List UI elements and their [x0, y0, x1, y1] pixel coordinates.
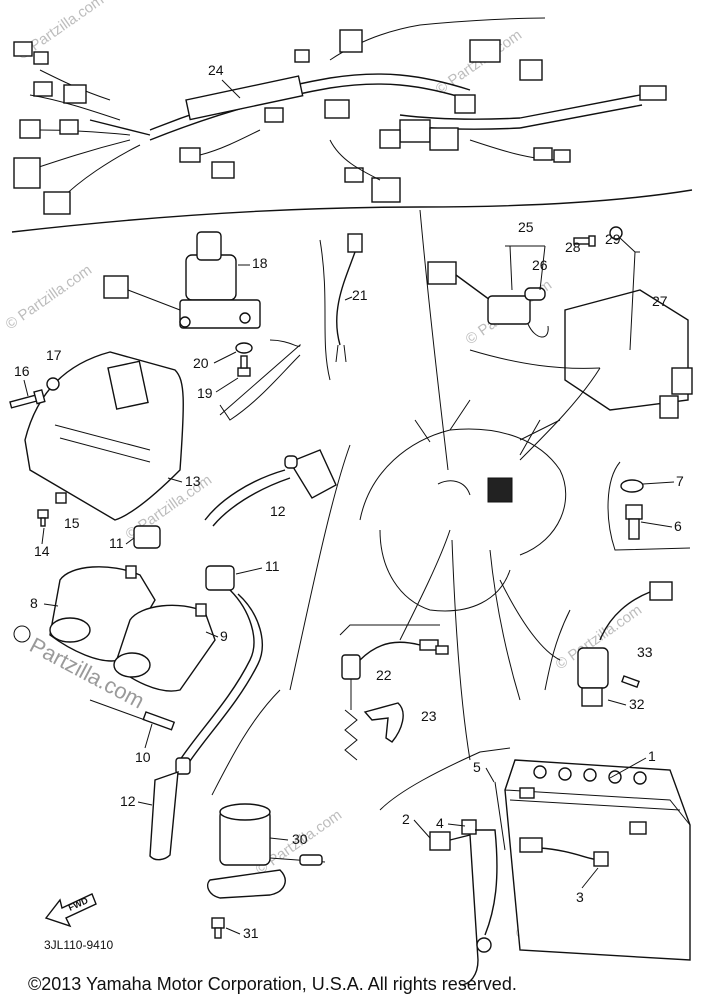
callout-4: 4: [436, 815, 444, 831]
callout-11-right: 11: [265, 558, 280, 574]
copyright-text: ©2013 Yamaha Motor Corporation, U.S.A. A…: [28, 974, 517, 994]
bracket-23: [363, 702, 404, 743]
neutral-switch-lead: [319, 233, 363, 381]
callout-31: 31: [243, 925, 259, 941]
cover-11-left: [133, 525, 161, 549]
section-divider: [607, 461, 691, 551]
screw-31: [211, 917, 225, 939]
bolt-10: [142, 711, 176, 731]
oil-level-switch: [341, 639, 449, 761]
sidestand-switch: [577, 581, 673, 707]
callout-14: 14: [34, 543, 50, 559]
callout-3: 3: [576, 889, 584, 905]
callout-17: 17: [46, 347, 62, 363]
callout-22: 22: [376, 667, 392, 683]
section-divider: [11, 189, 693, 233]
callout-18: 18: [252, 255, 268, 271]
starter-relay: [207, 803, 326, 899]
callout-23: 23: [421, 708, 437, 724]
callout-9: 9: [220, 628, 228, 644]
section-divider: [219, 354, 301, 421]
callout-13: 13: [185, 473, 201, 489]
nut-29: [609, 226, 623, 240]
washer-20: [235, 342, 253, 354]
watermark-text: © Partzilla.com: [3, 261, 96, 333]
callout-1: 1: [648, 748, 656, 764]
callout-12-upper: 12: [270, 503, 286, 519]
callout-5: 5: [473, 759, 481, 775]
screw-33: [621, 675, 640, 689]
plug-cap-upper: [204, 449, 337, 527]
forward-arrow-icon: FWD: [44, 893, 97, 928]
callout-12-lower: 12: [120, 793, 136, 809]
main-switch: [103, 231, 301, 416]
callout-27: 27: [652, 293, 668, 309]
washer-17: [46, 377, 60, 391]
bolt-19: [237, 355, 251, 377]
callout-15: 15: [64, 515, 80, 531]
grommet-15: [55, 492, 67, 504]
callout-32: 32: [629, 696, 645, 712]
callout-10: 10: [135, 749, 151, 765]
section-divider: [211, 689, 281, 796]
callout-24: 24: [208, 62, 224, 78]
high-tension-cord: [187, 593, 263, 765]
cover-11-right: [205, 565, 235, 591]
callout-7: 7: [676, 473, 684, 489]
callout-30: 30: [292, 831, 308, 847]
section-divider: [379, 747, 511, 811]
bolt-14: [37, 509, 49, 527]
diagram-code: 3JL110-9410: [44, 938, 113, 952]
high-tension-cord: [179, 589, 255, 761]
section-divider: [419, 209, 449, 471]
motorcycle-outline: [359, 399, 567, 761]
callout-29: 29: [605, 231, 621, 247]
callout-28: 28: [565, 239, 581, 255]
copyright-circle-icon: [13, 625, 31, 643]
callout-6: 6: [674, 518, 682, 534]
callout-20: 20: [193, 355, 209, 371]
section-divider: [289, 444, 351, 691]
neutral-switch: [620, 479, 644, 540]
section-divider: [544, 609, 571, 691]
callout-33: 33: [637, 644, 653, 660]
battery-lead: [429, 781, 609, 986]
plug-cap-lower: [149, 757, 191, 861]
callout-19: 19: [197, 385, 213, 401]
wire-harness: [13, 17, 667, 215]
regulator-unit: [564, 289, 693, 419]
callout-8: 8: [30, 595, 38, 611]
callout-25: 25: [518, 219, 534, 235]
bolt-16: [9, 389, 46, 409]
ignition-coil-9: [113, 603, 216, 692]
screw-28: [573, 235, 596, 247]
fuse-holder: [427, 261, 549, 338]
callout-2: 2: [402, 811, 410, 827]
callout-16: 16: [14, 363, 30, 379]
callout-26: 26: [532, 257, 548, 273]
ignitor-unit: [24, 351, 184, 521]
callout-11-left: 11: [109, 535, 124, 551]
section-divider: [339, 624, 440, 636]
section-divider: [469, 349, 601, 369]
callout-21: 21: [352, 287, 368, 303]
section-divider: [519, 367, 601, 461]
